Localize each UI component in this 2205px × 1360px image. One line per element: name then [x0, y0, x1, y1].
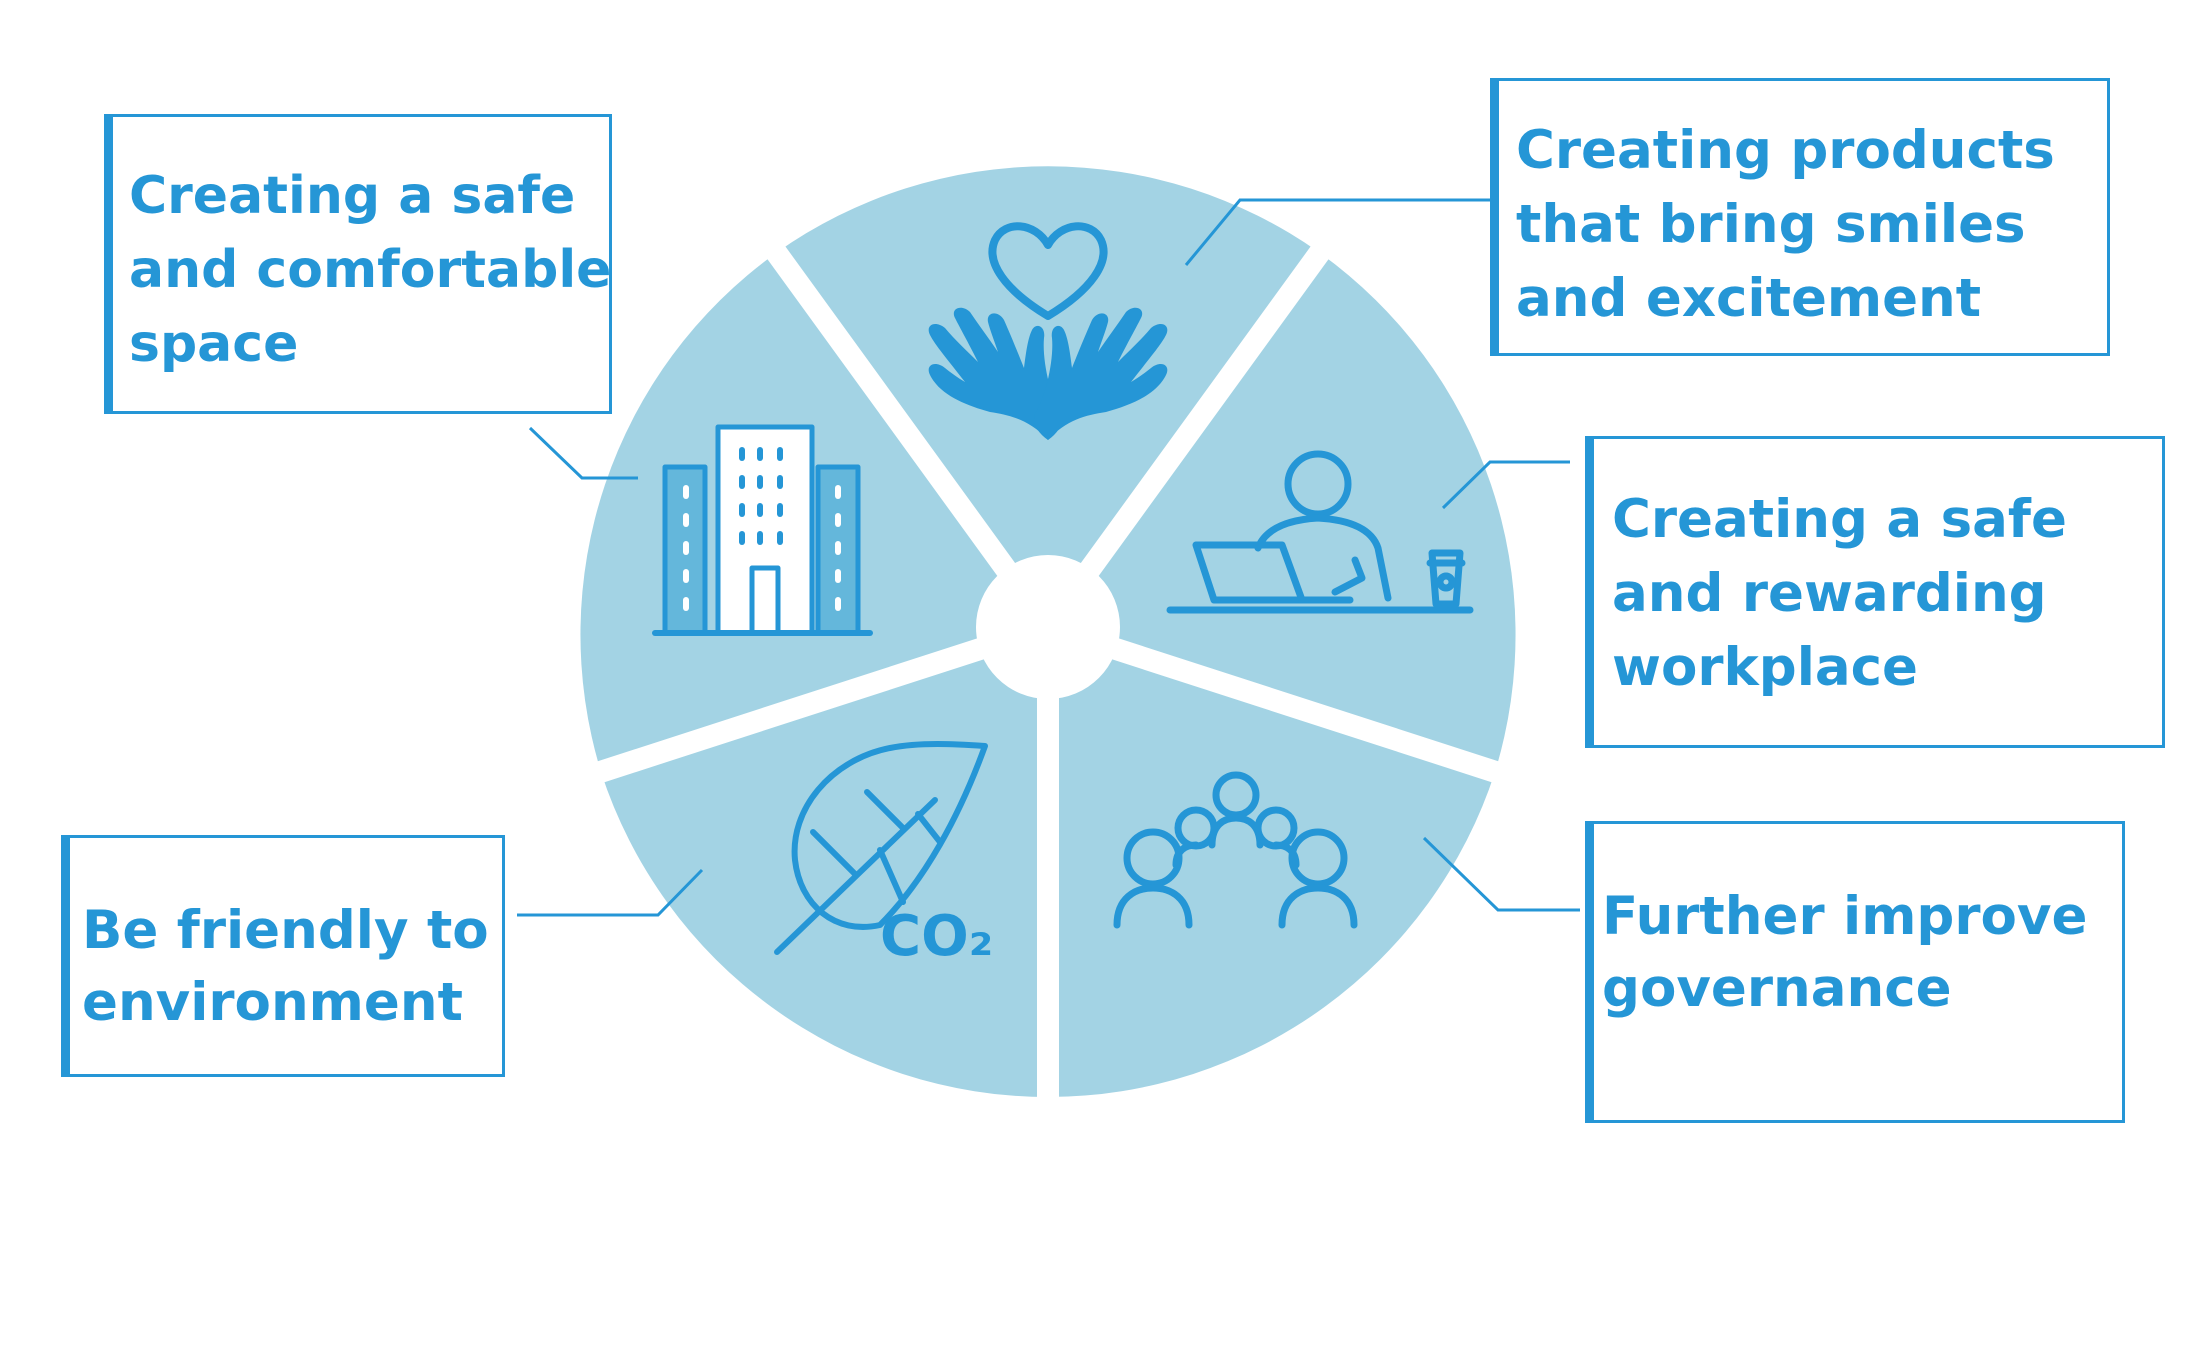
label-line: environment — [82, 972, 463, 1033]
label-line: governance — [1602, 958, 1952, 1019]
label-line: Creating a safe — [1612, 489, 2067, 550]
connector-space — [528, 426, 638, 480]
connector-workplace — [1441, 460, 1570, 510]
label-line: workplace — [1612, 637, 1918, 698]
label-line: that bring smiles — [1516, 194, 2026, 255]
connector-environment — [517, 868, 704, 917]
label-line: Creating a safe — [129, 166, 576, 226]
connector-products — [1184, 198, 1492, 266]
label-box-governance: Further improve governance — [1585, 821, 2125, 1123]
label-box-space: Creating a safe and comfortable space — [104, 114, 612, 414]
connector-governance — [1422, 836, 1580, 912]
label-line: Creating products — [1516, 120, 2055, 181]
connector-lines — [517, 198, 1580, 917]
label-line: Further improve — [1602, 886, 2088, 947]
label-box-environment: Be friendly to environment — [61, 835, 505, 1077]
pie-segment-workplace — [1048, 253, 1516, 772]
people-group-icon — [1113, 771, 1358, 929]
label-line: and excitement — [1516, 268, 1982, 329]
label-line: and rewarding — [1612, 563, 2047, 624]
pie-center-hole — [976, 555, 1120, 699]
label-line: space — [129, 314, 299, 374]
label-box-products: Creating products that bring smiles and … — [1490, 78, 2110, 356]
person-laptop-icon — [1166, 450, 1474, 614]
buildings-icon — [652, 424, 873, 636]
label-box-workplace: Creating a safe and rewarding workplace — [1585, 436, 2165, 748]
leaf-co2-icon: CO₂ — [774, 741, 993, 969]
label-line: Be friendly to — [82, 900, 489, 961]
co2-label: CO₂ — [880, 904, 993, 969]
label-line: and comfortable — [129, 240, 612, 300]
segment-separators — [587, 237, 1509, 1110]
hands-heart-icon — [928, 222, 1168, 440]
